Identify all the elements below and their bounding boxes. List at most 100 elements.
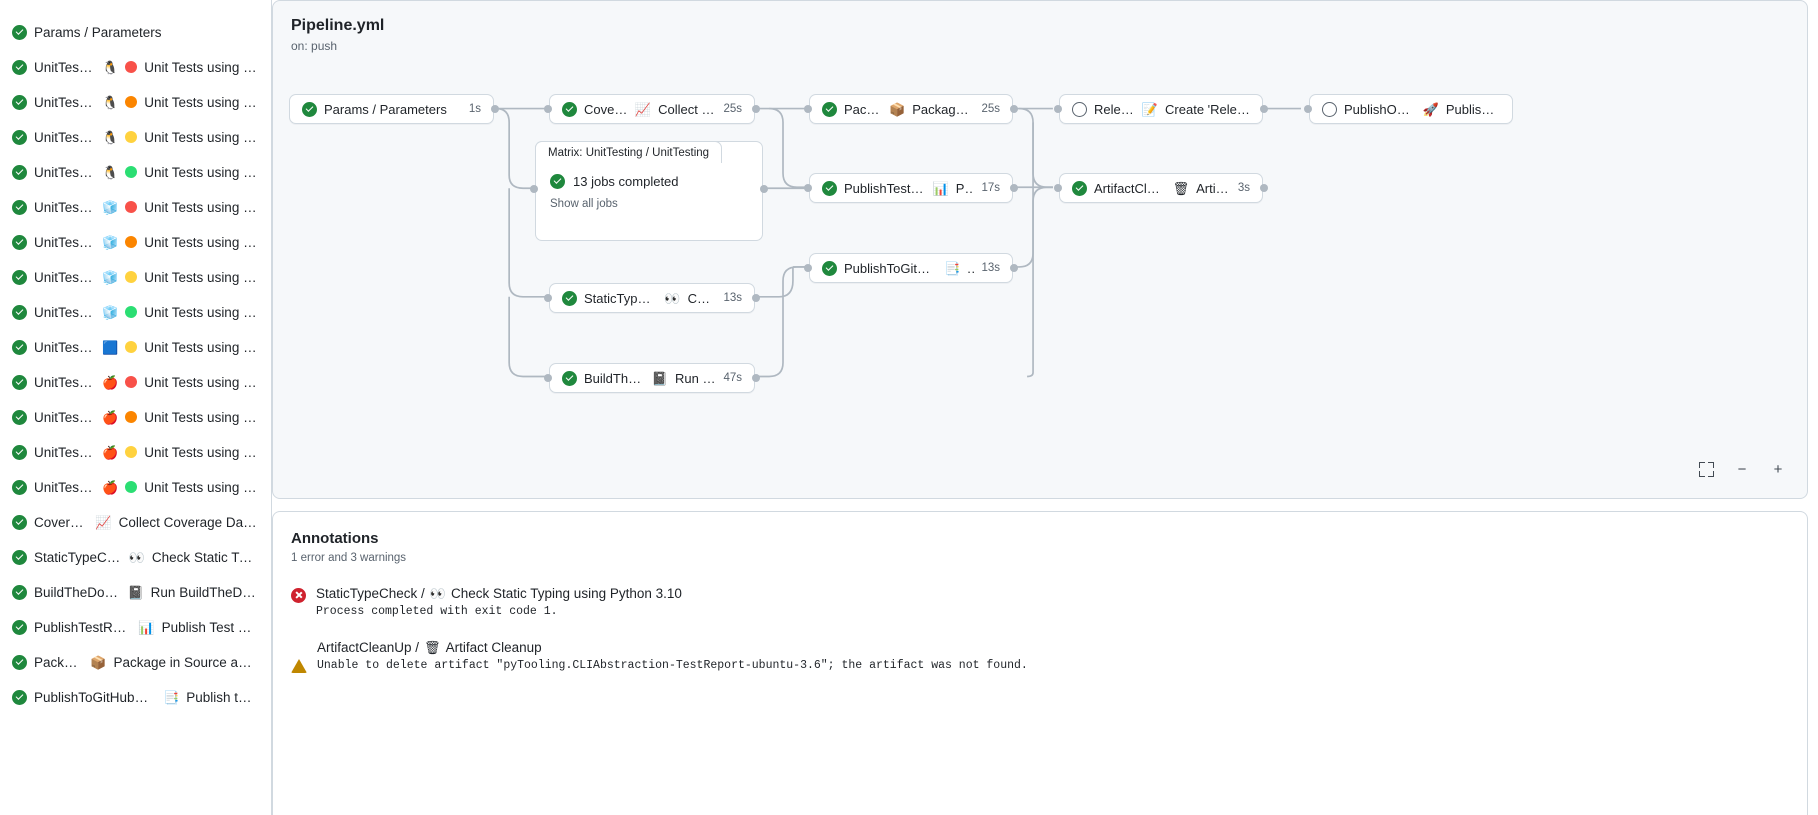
sidebar-item[interactable]: BuildTheDocs / 📓Run BuildTheDocs [4, 575, 267, 609]
zoom-out-button[interactable]: − [1737, 460, 1747, 478]
sidebar-item[interactable]: UnitTesting / 🍎Unit Tests using Pyth... [4, 365, 267, 399]
node-output-port [1010, 105, 1018, 113]
graph-node-publishtests[interactable]: PublishTestResults / 📊Pu...17s [809, 173, 1013, 203]
graph-node-statictype[interactable]: StaticTypeCheck / 👀Chec...13s [549, 283, 755, 313]
zoom-in-button[interactable]: + [1773, 460, 1783, 478]
show-all-jobs-link[interactable]: Show all jobs [550, 198, 618, 210]
annotations-card: Annotations 1 error and 3 warnings Stati… [272, 511, 1808, 815]
sidebar-item-label: UnitTesting / [34, 59, 96, 75]
matrix-summary-row: 13 jobs completed [550, 174, 748, 189]
sidebar-item-label: UnitTesting / [34, 94, 96, 110]
sidebar-item-label: UnitTesting / [34, 269, 96, 285]
success-status-icon [822, 260, 837, 276]
sidebar-item-step-name: Publish Test Resu... [161, 619, 257, 635]
sidebar-item-label: Package / [34, 654, 84, 670]
python-version-dot-icon [125, 166, 138, 178]
graph-node-duration: 13s [723, 292, 742, 304]
graph-node-duration: 25s [981, 103, 1000, 115]
sidebar-item[interactable]: UnitTesting / 🧊Unit Tests using Pyth... [4, 190, 267, 224]
sidebar-item-step-name: Unit Tests using Pyth... [144, 409, 257, 425]
step-emoji-icon: 📓 [651, 370, 669, 386]
warning-icon [291, 642, 307, 673]
python-version-dot-icon [125, 236, 138, 248]
graph-node-publishpages[interactable]: PublishToGitHubPages / 📑...13s [809, 253, 1013, 283]
sidebar-item[interactable]: UnitTesting / 🍎Unit Tests using Pyth... [4, 435, 267, 469]
sidebar-item[interactable]: UnitTesting / 🧊Unit Tests using Pyth... [4, 260, 267, 294]
graph-header: Pipeline.yml on: push [273, 1, 1807, 53]
python-version-dot-icon [125, 61, 138, 73]
annotations-title: Annotations [291, 530, 379, 547]
matrix-group-unittesting[interactable]: Matrix: UnitTesting / UnitTesting 13 jobs… [535, 141, 763, 241]
sidebar-item[interactable]: StaticTypeCheck / 👀Check Static Typing..… [4, 540, 267, 574]
success-status-icon [12, 374, 27, 390]
os-emoji-icon: 📈 [95, 514, 112, 530]
sidebar-item[interactable]: Params / Parameters [4, 15, 267, 49]
sidebar-item[interactable]: UnitTesting / 🍎Unit Tests using Pyth... [4, 470, 267, 504]
sidebar-item[interactable]: Package / 📦Package in Source and Wh... [4, 645, 267, 679]
step-emoji-icon: 🚀 [1422, 101, 1439, 117]
graph-node-pypi[interactable]: PublishOnPyPI / 🚀Publish to ... [1309, 94, 1513, 124]
sidebar-item-step-name: Publish to G... [186, 689, 257, 705]
success-status-icon [12, 584, 27, 600]
sidebar-item-label: Coverage / [34, 514, 89, 530]
graph-node-builddocs[interactable]: BuildTheDocs / 📓Run Buil...47s [549, 363, 755, 393]
python-version-dot-icon [125, 446, 138, 458]
sidebar-item[interactable]: Coverage / 📈Collect Coverage Data usi... [4, 505, 267, 539]
success-status-icon [12, 409, 27, 425]
step-emoji-icon: 📊 [932, 180, 949, 196]
graph-node-artifact[interactable]: ArtifactCleanUp / 🗑Artifac...3s [1059, 173, 1263, 203]
success-status-icon [12, 94, 27, 110]
sidebar-item-step-name: Unit Tests using Pyth... [144, 269, 257, 285]
matrix-jobs-completed-label: 13 jobs completed [573, 174, 679, 189]
sidebar-item-label: StaticTypeCheck / [34, 549, 122, 565]
success-status-icon [822, 101, 837, 117]
graph-node-duration: 3s [1237, 182, 1250, 194]
sidebar-item-step-name: Unit Tests using Pyth... [144, 129, 257, 145]
graph-node-package[interactable]: Package / 📦Package in So...25s [809, 94, 1013, 124]
sidebar-item[interactable]: UnitTesting / 🧊Unit Tests using Pyth... [4, 295, 267, 329]
sidebar-item[interactable]: UnitTesting / 🧊Unit Tests using Pyth... [4, 225, 267, 259]
success-status-icon [562, 290, 577, 306]
sidebar-item[interactable]: UnitTesting / 🐧Unit Tests using Pyth... [4, 155, 267, 189]
graph-node-coverage[interactable]: Coverage / 📈Collect Cove...25s [549, 94, 755, 124]
sidebar-item[interactable]: UnitTesting / 🟦Unit Tests using Pyth... [4, 330, 267, 364]
success-status-icon [12, 339, 27, 355]
sidebar-item-step-name: Unit Tests using Pyth... [144, 94, 257, 110]
graph-node-label: Params / Parameters [324, 101, 447, 117]
annotation-item: ArtifactCleanUp / 🗑Artifact CleanupUnabl… [291, 640, 1789, 673]
os-emoji-icon: 🧊 [102, 199, 119, 215]
sidebar-item[interactable]: UnitTesting / 🐧Unit Tests using Pyth... [4, 50, 267, 84]
sidebar-item-label: UnitTesting / [34, 444, 96, 460]
success-status-icon [302, 101, 317, 117]
node-input-port [544, 294, 552, 302]
os-emoji-icon: 🍎 [102, 374, 119, 390]
success-status-icon [12, 269, 27, 285]
sidebar-item[interactable]: UnitTesting / 🐧Unit Tests using Pyth... [4, 120, 267, 154]
graph-zoom-controls[interactable]: − + [1695, 458, 1789, 480]
sidebar-item-step-name: Unit Tests using Pyth... [144, 164, 257, 180]
annotation-message: Process completed with exit code 1. [316, 605, 558, 618]
matrix-group-label: Matrix: UnitTesting / UnitTesting [535, 141, 723, 163]
graph-node-duration: 17s [981, 182, 1000, 194]
annotation-job-name[interactable]: StaticTypeCheck / 👀Check Static Typing u… [316, 586, 682, 601]
success-status-icon [822, 180, 837, 196]
sidebar-item[interactable]: PublishTestResults / 📊Publish Test Resu.… [4, 610, 267, 644]
sidebar-item-step-name: Unit Tests using Pyth... [144, 444, 257, 460]
workflow-graph-card[interactable]: Pipeline.yml on: push [272, 0, 1808, 499]
python-version-dot-icon [125, 376, 138, 388]
success-status-icon [12, 689, 27, 705]
sidebar-item[interactable]: PublishToGitHubPages / 📑Publish to G... [4, 680, 267, 714]
success-status-icon [12, 549, 27, 565]
annotation-job-name[interactable]: ArtifactCleanUp / 🗑Artifact Cleanup [317, 640, 1028, 655]
sidebar-item[interactable]: UnitTesting / 🍎Unit Tests using Pyth... [4, 400, 267, 434]
sidebar-item[interactable]: UnitTesting / 🐧Unit Tests using Pyth... [4, 85, 267, 119]
step-emoji-icon: 📝 [1141, 101, 1159, 117]
node-output-port [1260, 105, 1268, 113]
graph-node-release[interactable]: Release / 📝Create 'Release P... [1059, 94, 1263, 124]
fullscreen-icon[interactable] [1695, 458, 1717, 480]
graph-node-step-name: Create 'Release P... [1165, 101, 1250, 117]
graph-node-duration: 13s [981, 262, 1000, 274]
